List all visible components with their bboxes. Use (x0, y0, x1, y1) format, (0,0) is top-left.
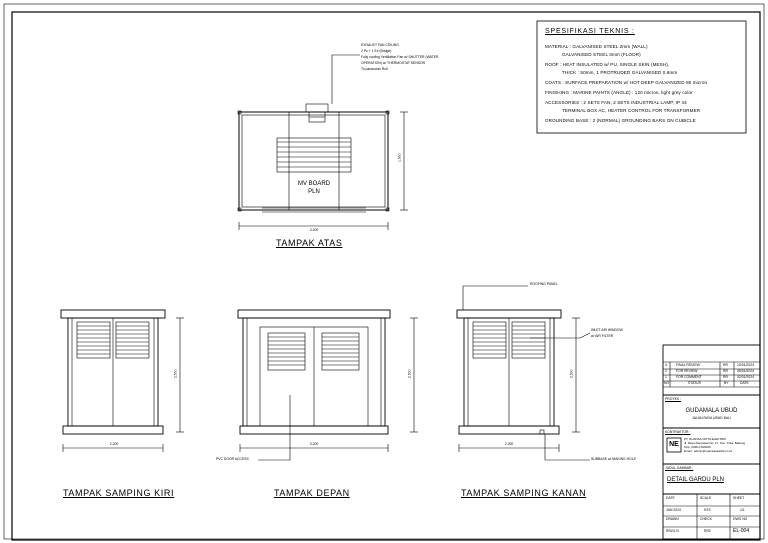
cell-scale-value: NTS (704, 508, 711, 512)
spec-coats: COATS : SURFACE PREPARATION w/ HOT DEEP … (545, 80, 708, 85)
right-height-dim: 2.500 (569, 369, 574, 378)
cell-date-value: JAN 2024 (666, 508, 681, 512)
cell-sheet-value: 1/1 (740, 508, 745, 512)
project-sub: JALAN RAYA UBUD BALI (692, 416, 731, 420)
rev-header-by: BY (724, 381, 729, 385)
front-view-drawing (237, 309, 418, 461)
company-logo: NE (669, 441, 679, 448)
rev-3-by: RR (723, 375, 728, 379)
top-width-dim: 3.200 (309, 228, 319, 232)
rev-3-status: FOR COMMENT (676, 375, 702, 379)
rev-2-date: 05/01/2024 (737, 369, 754, 373)
fan-note-2: 2 Pc + 1 Ex (Bridge) (361, 49, 392, 53)
left-width-dim: 2.200 (109, 442, 119, 446)
title-block-frame (662, 344, 761, 540)
cell-dwgno-label: DWG NO (733, 517, 748, 521)
outer-border (3, 3, 765, 540)
rev-2-status: FOR REVIEW (676, 369, 698, 373)
drawing-title-label: JUDUL GAMBAR : (665, 466, 694, 470)
rev-3-date: 02/01/2024 (737, 375, 754, 379)
mv-board-label: MV BOARD (297, 181, 330, 187)
rev-1-by: RR (723, 363, 728, 367)
spec-finishing: FINISHING : MARINE PAINTS (ANGLE) : 120 … (545, 90, 693, 95)
front-view-title: TAMPAK DEPAN (274, 488, 350, 498)
front-width-dim: 3.200 (309, 442, 319, 446)
company-line-4: Email : admin@nuansaelektrik.co.id (684, 449, 732, 453)
fan-note-4: OPERATION) w/ THERMOSTAT SENSOR (361, 61, 426, 65)
right-view-title: TAMPAK SAMPING KANAN (461, 488, 587, 498)
company-line-3: Telp. (0361) 000000 (684, 445, 711, 449)
spec-grounding: GROUNDING BASE : 2 (NORMAL) GROUNDING BA… (545, 118, 696, 123)
fan-note-3: Fully cooling Ventilation Fan w/ SHUTTER… (361, 55, 439, 59)
project-label: PROYEK : (665, 397, 682, 401)
right-view-drawing (456, 285, 591, 461)
company-label: KONTRAKTOR : (665, 430, 691, 434)
inlet-window-note-1: INLET AIR WINDOW (591, 328, 623, 332)
fan-note-1: EXHAUST FAN CEILING (361, 43, 399, 47)
company-line-2: Jl. Raya Denpasar No. 17, Kec. Kuta, Bad… (684, 441, 746, 445)
rev-header-date: DATE (740, 381, 749, 385)
cell-scale-label: SCALE (700, 496, 712, 500)
spec-material-floor: GALVANISED STEEL 3mm (FLOOR) (562, 52, 641, 57)
fan-note-5: To panasonic Roll (361, 67, 388, 71)
spec-accessories: ACCESSORIES : 2 SETS FAN, 2 SETS INDUSTR… (545, 100, 687, 105)
top-depth-dim: 1.900 (397, 153, 402, 162)
front-height-dim: 2.500 (407, 369, 412, 378)
project-name: GUDAMALA UBUD (685, 408, 738, 414)
company-line-1: PT. NUANSA CIPTA ELEKTRIK (684, 437, 727, 441)
spec-box (536, 20, 747, 134)
cell-check-value: RRZ (704, 529, 711, 533)
spec-accessories-2: TERMINAL BOX AC, HEATER CONTROL FOR TRAN… (562, 108, 701, 113)
rev-2-no: 2 (665, 369, 667, 373)
spec-roof: ROOF : HEAT INSULATED w/ PU, SINGLE SKIN… (545, 62, 670, 67)
cell-date-label: DATE (666, 496, 675, 500)
top-view-drawing (237, 54, 408, 230)
left-view-drawing (60, 309, 184, 452)
cell-dwgno-value: EL-004 (733, 528, 750, 534)
subbase-note: SUBBASE w/ MAKING HOLE (591, 457, 636, 461)
inlet-window-note-2: w/ AIR FILTER (591, 334, 614, 338)
left-view-title: TAMPAK SAMPING KIRI (63, 488, 175, 498)
right-width-dim: 2.200 (504, 442, 514, 446)
rev-3-no: 1 (665, 375, 667, 379)
spec-title: SPESIFIKASI TEKNIS : (545, 28, 635, 35)
cell-drawn-label: DRAWN (666, 517, 679, 521)
rev-header-status: STATUS (688, 381, 701, 385)
top-view-title: TAMPAK ATAS (276, 238, 343, 248)
inner-border (11, 11, 761, 541)
rev-1-status: FINAL REVIEW (676, 363, 700, 367)
cell-sheet-label: SHEET (733, 496, 745, 500)
rev-1-date: 10/01/2024 (737, 363, 754, 367)
drawing-title: DETAIL GARDU PLN (667, 477, 725, 483)
cell-drawn-value: RRZ/1/3 (666, 529, 679, 533)
spec-roof-thick: THICK : 50mm, 1 PROTRUDED GALVANISED 0.6… (562, 70, 678, 75)
mv-board-pln-label: PLN (308, 189, 320, 195)
left-height-dim: 2.500 (173, 369, 178, 378)
roofing-panel-note: ROOFING PANEL (530, 282, 558, 286)
rev-1-no: 3 (665, 363, 667, 367)
cell-check-label: CHECK (700, 517, 712, 521)
rev-header-no: NO (664, 381, 670, 385)
door-access-note: PVC DOOR ACCESS (216, 457, 249, 461)
spec-material: MATERIAL : GALVANISED STEEL 2mm (WALL) (545, 44, 648, 49)
rev-2-by: RR (723, 369, 728, 373)
